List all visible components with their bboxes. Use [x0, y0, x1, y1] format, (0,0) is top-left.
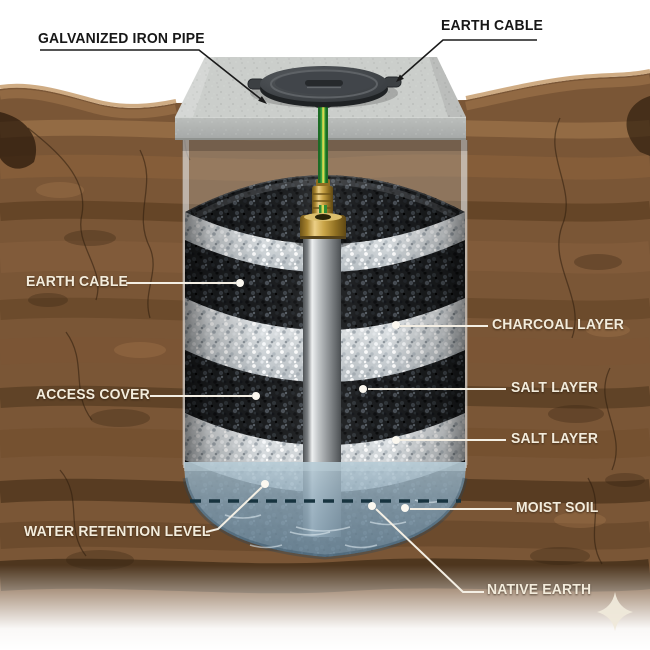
- leader-dots: [236, 279, 409, 512]
- label-access-cover: ACCESS COVER: [36, 386, 150, 403]
- light-leader-lines: [126, 282, 512, 593]
- label-salt-layer-upper: SALT LAYER: [511, 379, 599, 396]
- water-zone: [182, 462, 468, 560]
- arrowhead-earth-cable: [396, 74, 404, 82]
- callout-leaders: [40, 39, 537, 593]
- access-cover-lid: [247, 66, 402, 108]
- label-water-retention-level: WATER RETENTION LEVEL: [24, 523, 211, 540]
- label-galvanized-iron-pipe: GALVANIZED IRON PIPE: [38, 30, 205, 47]
- pipe-cap: [300, 213, 346, 239]
- bottom-fade: [0, 565, 650, 650]
- cover-slot-handle: [305, 80, 343, 86]
- label-earth-cable-top: EARTH CABLE: [441, 17, 544, 34]
- label-charcoal-layer: CHARCOAL LAYER: [492, 316, 625, 333]
- label-moist-soil: MOIST SOIL: [516, 499, 599, 516]
- arrowhead-galvanized-pipe: [258, 96, 267, 104]
- dark-leader-lines: [40, 39, 537, 101]
- sparkle-icon: [597, 592, 633, 631]
- label-earth-cable-left: EARTH CABLE: [26, 273, 129, 290]
- label-native-earth: NATIVE EARTH: [487, 581, 592, 598]
- pipe-clamp: [312, 179, 333, 219]
- label-salt-layer-lower: SALT LAYER: [511, 430, 599, 447]
- soil-cracks: [27, 117, 617, 565]
